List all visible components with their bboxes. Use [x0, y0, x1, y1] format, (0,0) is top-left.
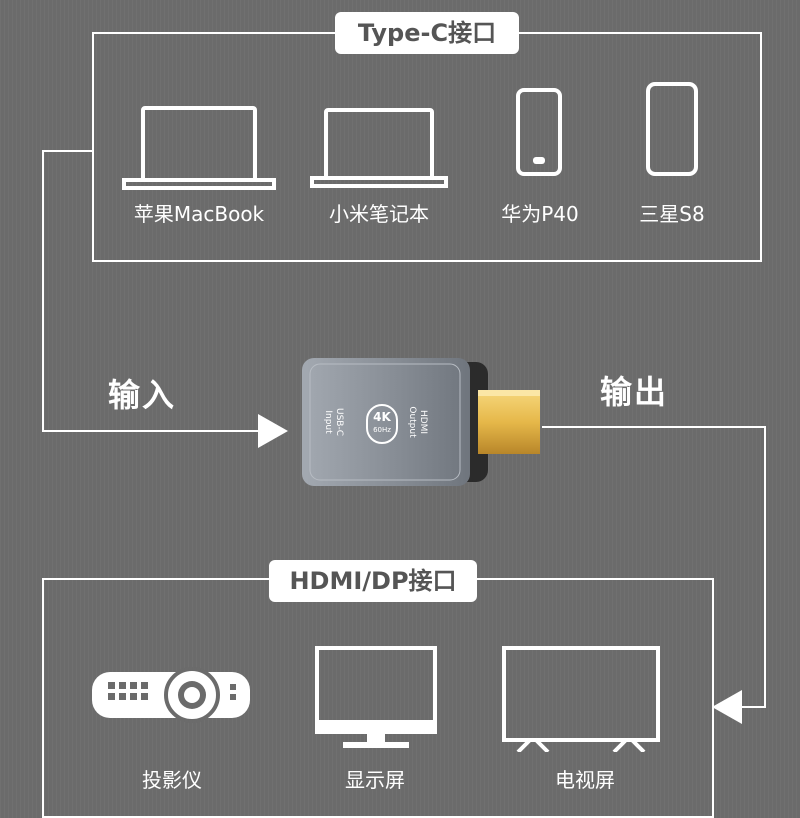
adapter-output-text: HDMI Output	[407, 406, 428, 438]
smartphone-icon	[516, 88, 562, 176]
device-label: 苹果MacBook	[133, 202, 265, 226]
adapter: USB-C Input 4K 60Hz HDMI Output	[300, 352, 550, 492]
device-label: 华为P40	[501, 202, 579, 226]
input-wire-v	[42, 150, 44, 432]
device-xiaomi-laptop: 小米笔记本	[292, 96, 466, 226]
smartphone-icon	[646, 82, 698, 176]
input-wire-h1	[42, 150, 94, 152]
badge-refresh-rate: 60Hz	[373, 426, 391, 434]
device-huawei-p40: 华为P40	[480, 86, 600, 226]
projector-icon	[92, 667, 250, 723]
hdmi-connector-icon	[302, 358, 540, 486]
output-wire-h2	[740, 706, 766, 708]
device-samsung-s8: 三星S8	[612, 80, 732, 226]
diagram: Type-C接口 苹果MacBook 小米笔记本 华为P40 三星S8	[42, 12, 766, 818]
output-wire-v	[764, 426, 766, 708]
laptop-icon	[122, 106, 276, 190]
device-monitor: 显示屏	[295, 640, 455, 792]
output-flow-label: 输出	[600, 373, 669, 411]
output-arrow-icon	[712, 690, 742, 724]
device-macbook: 苹果MacBook	[112, 96, 286, 226]
tv-icon	[502, 646, 660, 752]
device-label: 显示屏	[345, 768, 405, 792]
device-projector: 投影仪	[82, 660, 262, 792]
adapter-badge: 4K 60Hz	[366, 404, 398, 444]
badge-resolution: 4K	[373, 410, 391, 424]
monitor-icon	[315, 646, 437, 748]
adapter-input-text: USB-C Input	[323, 407, 344, 436]
output-group-title: HDMI/DP接口	[269, 560, 477, 602]
input-group-title: Type-C接口	[335, 12, 519, 54]
device-label: 投影仪	[142, 768, 202, 792]
input-arrow-icon	[258, 414, 288, 448]
device-tv: 电视屏	[490, 642, 680, 792]
output-wire-h1	[542, 426, 766, 428]
device-label: 小米笔记本	[329, 202, 429, 226]
device-label: 三星S8	[639, 202, 705, 226]
laptop-icon	[310, 108, 448, 188]
input-flow-label: 输入	[108, 376, 177, 414]
device-label: 电视屏	[555, 768, 615, 792]
input-wire-h2	[42, 430, 262, 432]
